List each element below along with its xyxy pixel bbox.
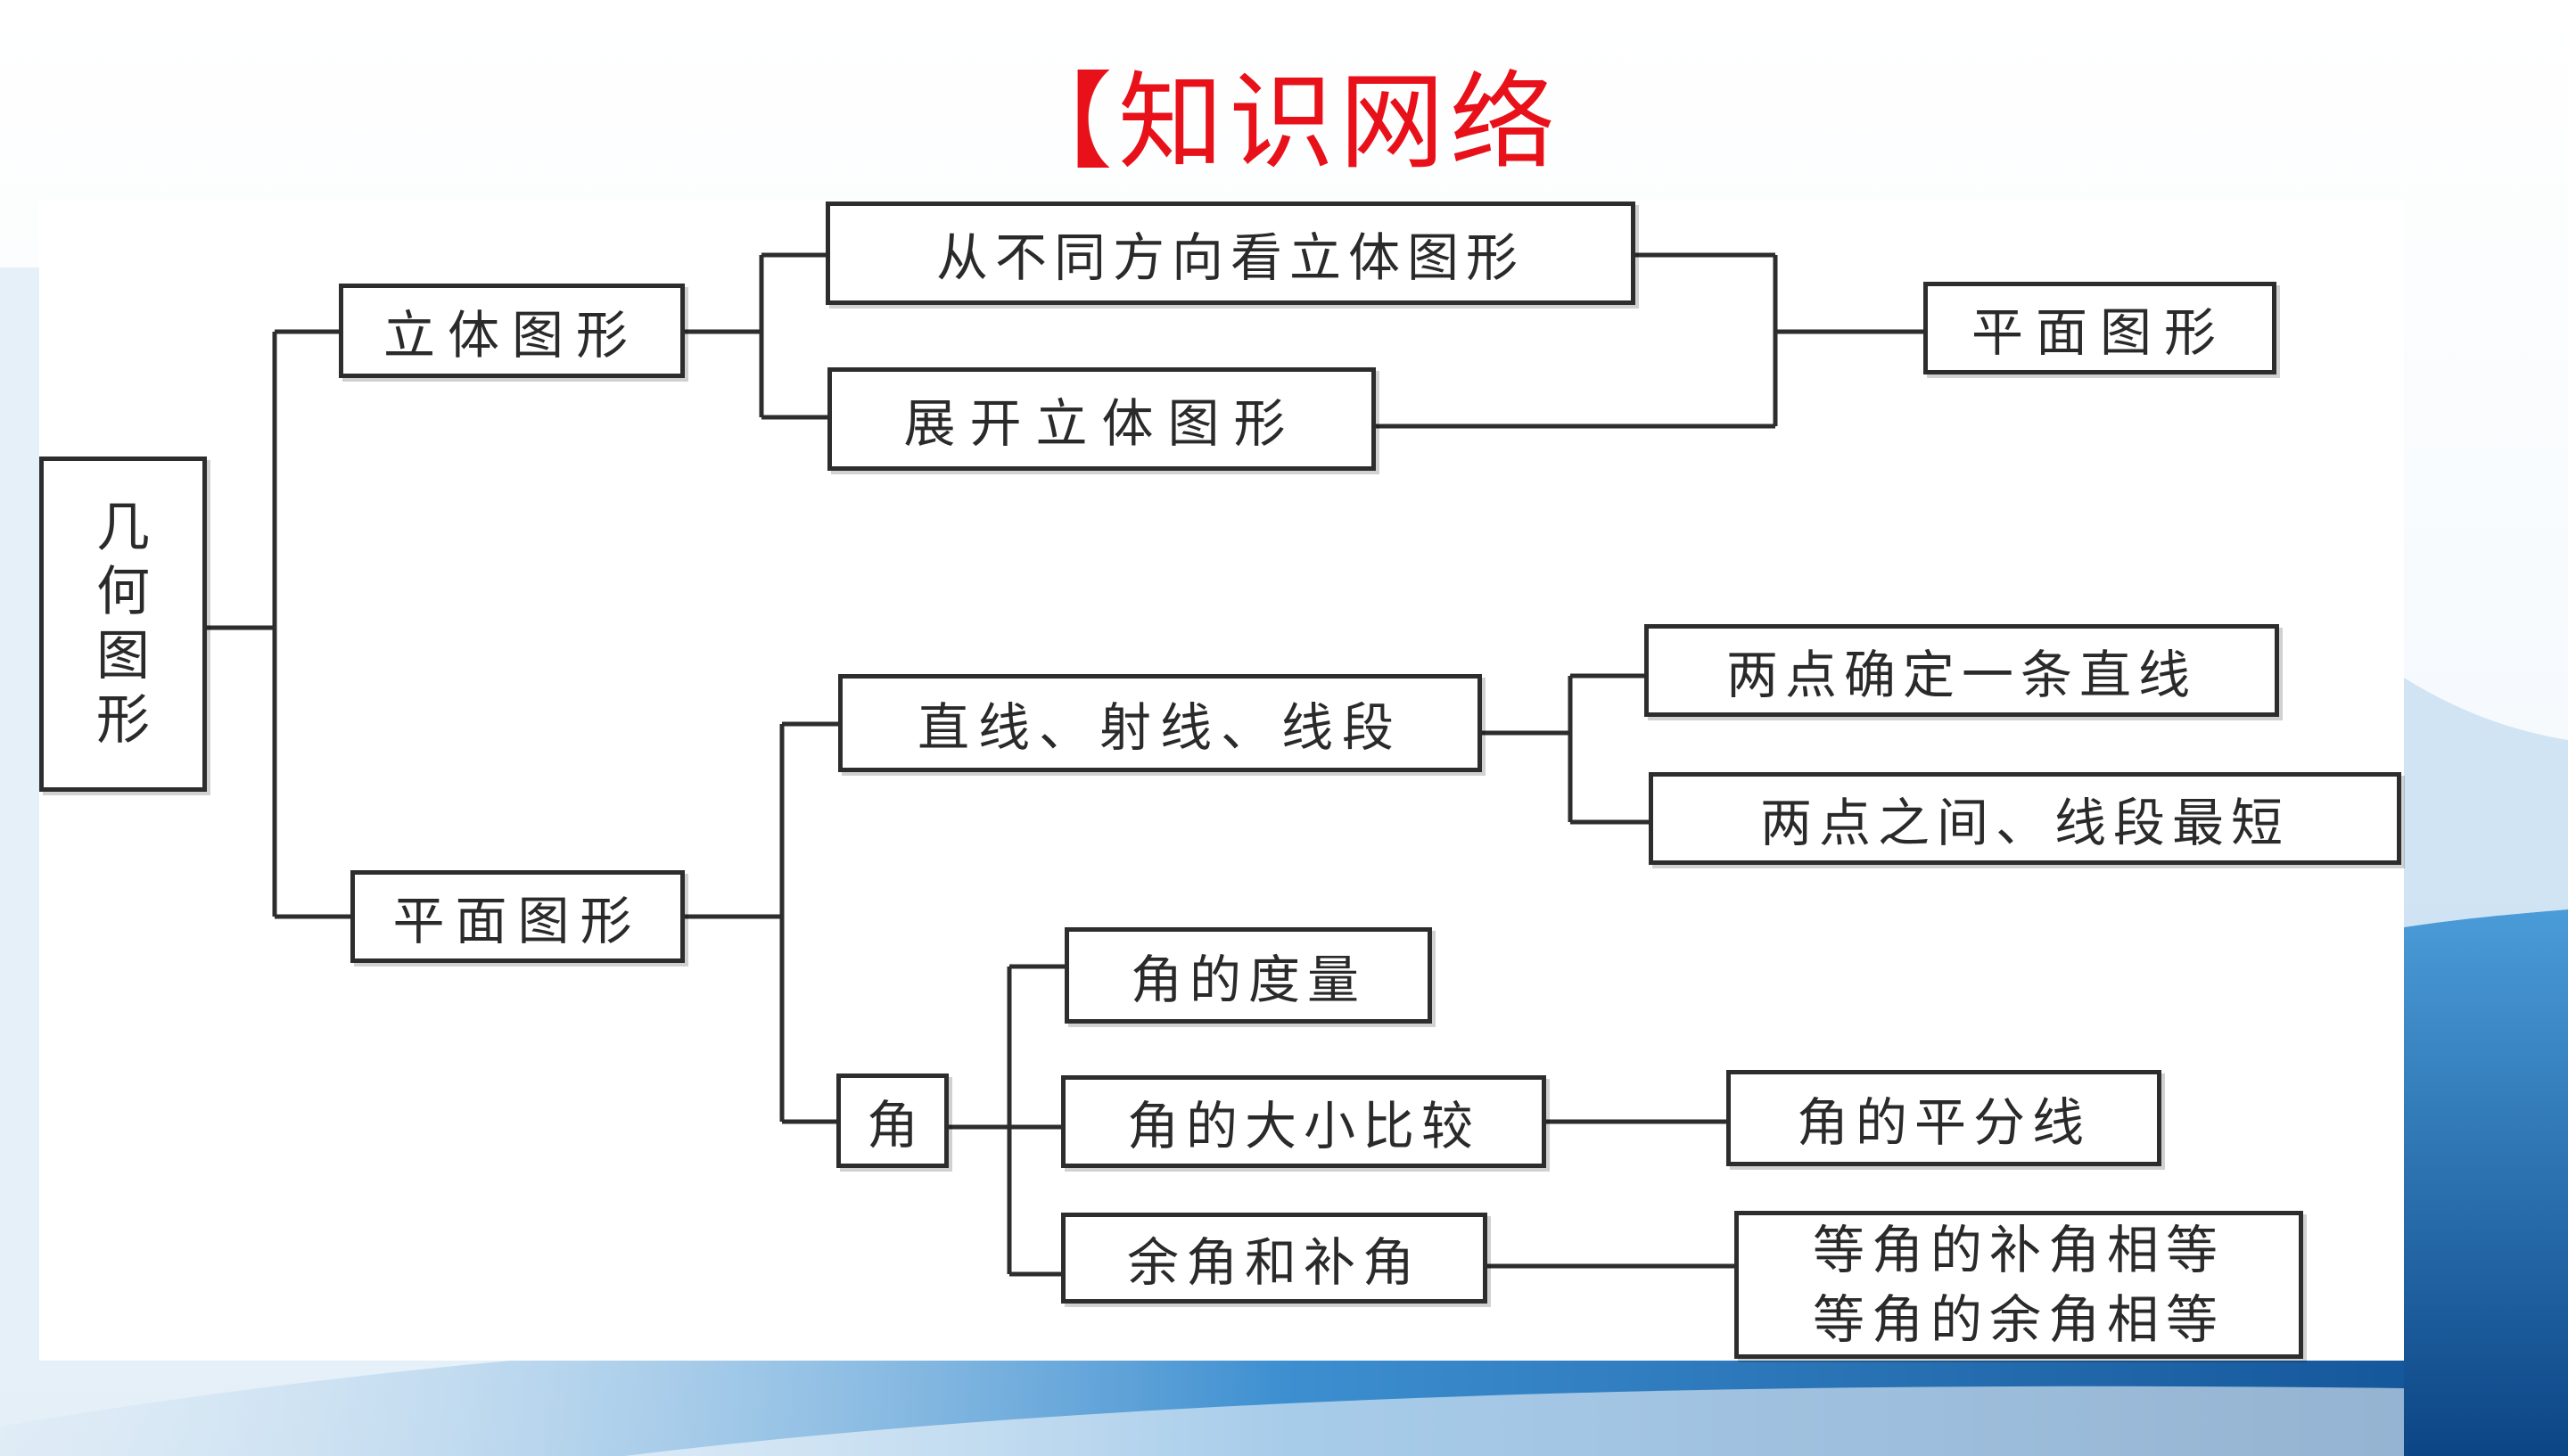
root-geometry-node: 几 何 图 形 <box>39 457 207 792</box>
equal-angles-line-2: 等角的余角相等 <box>1812 1289 2225 1350</box>
angle-bisector-node: 角的平分线 <box>1726 1070 2161 1166</box>
root-label-char-1: 几 <box>96 497 150 559</box>
unfold-solid-node: 展开立体图形 <box>827 367 1376 471</box>
plane-result-node: 平面图形 <box>1923 282 2276 374</box>
two-points-line-node: 两点确定一条直线 <box>1644 624 2279 717</box>
solid-figures-node: 立体图形 <box>339 284 685 378</box>
equal-angles-line-1: 等角的补角相等 <box>1812 1220 2225 1280</box>
page-title: 【知识网络 <box>1007 61 1560 184</box>
angle-compare-node: 角的大小比较 <box>1061 1075 1546 1168</box>
shortest-segment-node: 两点之间、线段最短 <box>1649 772 2401 865</box>
root-label-char-4: 形 <box>96 689 150 752</box>
root-label-char-3: 图 <box>96 625 150 687</box>
line-ray-segment-node: 直线、射线、线段 <box>838 674 1482 772</box>
complementary-supplementary-node: 余角和补角 <box>1061 1213 1487 1304</box>
root-label-char-2: 何 <box>96 561 150 623</box>
angle-measure-node: 角的度量 <box>1065 927 1432 1024</box>
equal-angles-node: 等角的补角相等 等角的余角相等 <box>1734 1211 2303 1359</box>
angle-node: 角 <box>836 1073 949 1168</box>
plane-figures-node: 平面图形 <box>350 870 685 963</box>
connector-lines <box>207 252 1923 1277</box>
view-from-directions-node: 从不同方向看立体图形 <box>826 202 1635 305</box>
